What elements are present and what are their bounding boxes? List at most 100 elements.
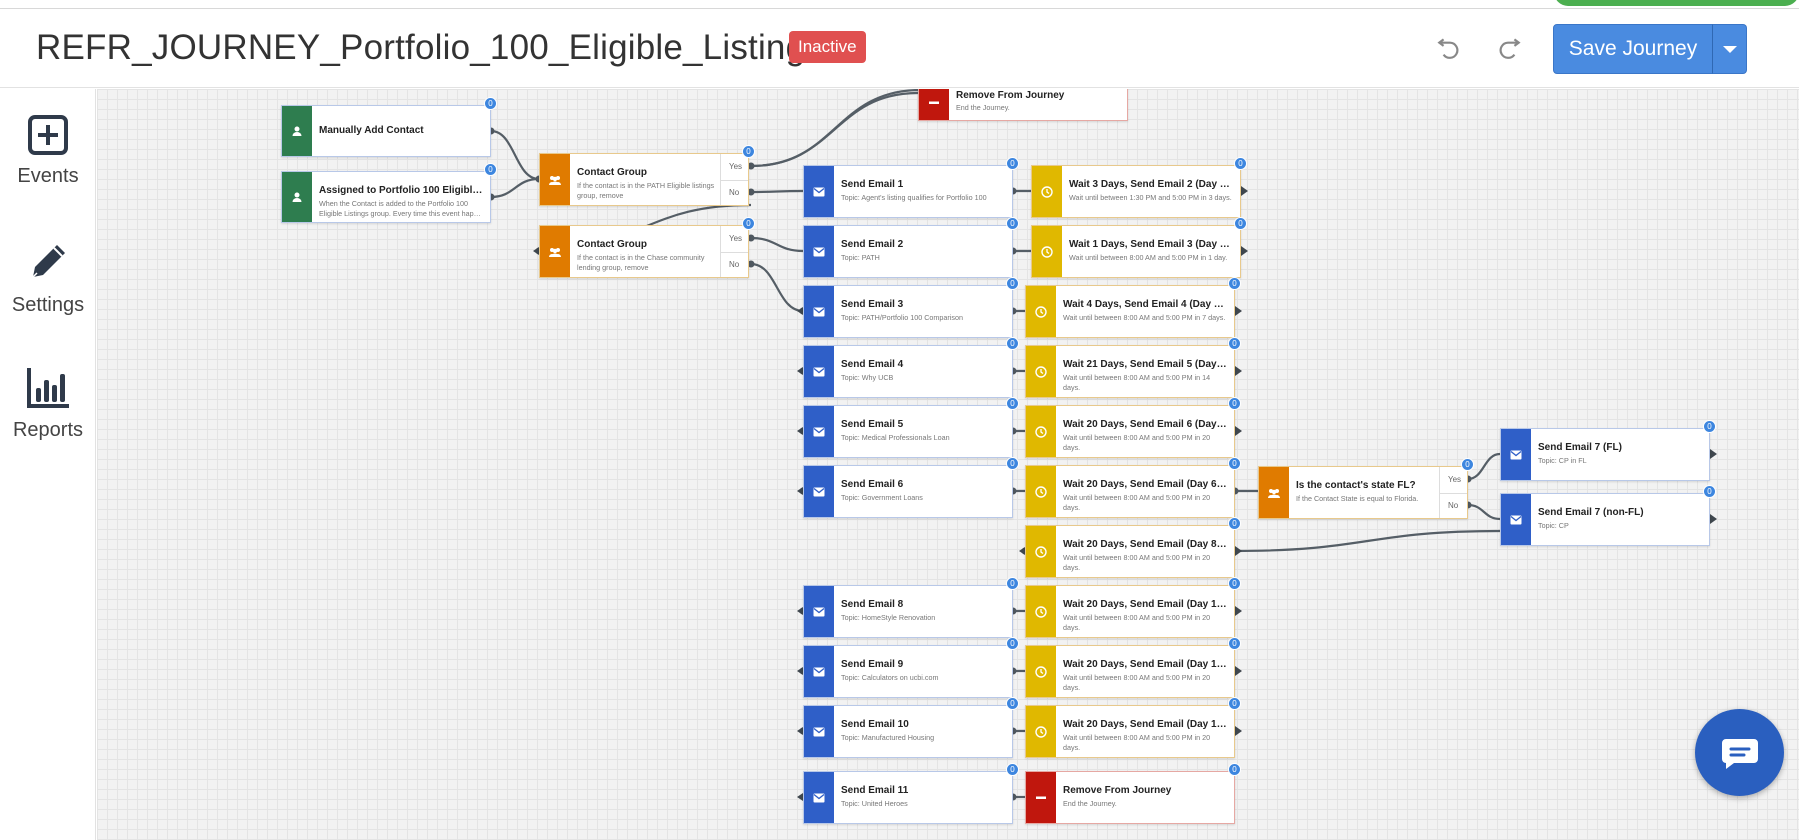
connection-wire [1467, 452, 1501, 481]
clock-icon [1032, 226, 1062, 277]
node-assigned[interactable]: Assigned to Portfolio 100 Eligible List…… [281, 171, 491, 223]
input-arrow [797, 607, 803, 615]
node-description: Wait until between 8:00 AM and 5:00 PM i… [1063, 373, 1211, 392]
output-arrow [1235, 666, 1242, 676]
node-w1[interactable]: Wait 3 Days, Send Email 2 (Day 4 of jo…W… [1031, 165, 1241, 218]
undo-icon[interactable] [1436, 34, 1462, 67]
node-state[interactable]: Is the contact's state FL? If the Contact… [1258, 466, 1468, 519]
connection-wire [490, 129, 540, 181]
connection-wire [750, 236, 804, 253]
node-title: Send Email 5 [841, 419, 904, 430]
node-description: Topic: Calculators on ucbi.com [841, 673, 939, 682]
node-count-badge: 0 [1234, 217, 1247, 230]
header: REFR_JOURNEY_Portfolio_100_Eligible_List… [0, 10, 1799, 88]
node-description: Wait until between 1:30 PM and 5:00 PM i… [1069, 193, 1232, 202]
page-title: REFR_JOURNEY_Portfolio_100_Eligible_List… [36, 28, 823, 67]
branch-divider [721, 252, 748, 253]
envelope-icon [804, 466, 834, 517]
node-title: Is the contact's state FL? [1296, 480, 1416, 491]
node-e7nonfl[interactable]: Send Email 7 (non-FL) Topic: CP [1500, 493, 1710, 546]
caret-down-icon [1722, 45, 1737, 53]
node-title: Assigned to Portfolio 100 Eligible List… [319, 185, 485, 196]
node-w7[interactable]: Wait 20 Days, Send Email (Day 89 of j…Wa… [1025, 525, 1235, 578]
envelope-icon [1501, 429, 1531, 480]
node-w3[interactable]: Wait 4 Days, Send Email 4 (Day 8 of jo…W… [1025, 285, 1235, 338]
node-description: Topic: Medical Professionals Loan [841, 433, 950, 442]
clock-icon [1026, 586, 1056, 637]
redo-icon[interactable] [1496, 34, 1522, 67]
node-title: Wait 20 Days, Send Email (Day 69 of j… [1063, 479, 1229, 490]
node-description: Topic: Manufactured Housing [841, 733, 935, 742]
node-title: Send Email 7 (non-FL) [1538, 507, 1644, 518]
node-w8[interactable]: Wait 20 Days, Send Email (Day 109 of …Wa… [1025, 585, 1235, 638]
node-cg1[interactable]: Contact Group If the contact is in the PA… [539, 153, 749, 206]
node-title: Send Email 8 [841, 599, 904, 610]
sidebar-item-settings[interactable]: Settings [0, 239, 96, 317]
node-e8[interactable]: Send Email 8 Topic: HomeStyle Renovation [803, 585, 1013, 638]
save-journey-button[interactable]: Save Journey [1553, 24, 1713, 74]
node-description: If the Contact State is equal to Florida… [1296, 494, 1419, 503]
envelope-icon [804, 586, 834, 637]
save-options-dropdown[interactable] [1712, 24, 1747, 74]
node-count-badge: 0 [1228, 517, 1241, 530]
node-description: If the contact is in the PATH Eligible l… [577, 181, 715, 200]
node-count-badge: 0 [1228, 277, 1241, 290]
node-count-badge: 0 [1006, 637, 1019, 650]
node-count-badge: 0 [1006, 277, 1019, 290]
notification-pill[interactable] [1554, 0, 1799, 6]
node-description: Topic: Government Loans [841, 493, 923, 502]
sidebar-item-label: Events [17, 165, 79, 187]
connection-wire [750, 89, 921, 168]
node-count-badge: 0 [742, 145, 755, 158]
node-e1[interactable]: Send Email 1 Topic: Agent's listing quali… [803, 165, 1013, 218]
node-w10[interactable]: Wait 20 Days, Send Email (Day 149 of …Wa… [1025, 705, 1235, 758]
node-e5[interactable]: Send Email 5 Topic: Medical Professionals… [803, 405, 1013, 458]
node-manual[interactable]: Manually Add Contact [281, 105, 491, 157]
node-title: Manually Add Contact [319, 125, 424, 136]
sidebar-item-reports[interactable]: Reports [0, 366, 96, 442]
clock-icon [1026, 286, 1056, 337]
node-w4[interactable]: Wait 21 Days, Send Email 5 (Day 29 of…Wa… [1025, 345, 1235, 398]
node-count-badge: 0 [1228, 577, 1241, 590]
envelope-icon [804, 406, 834, 457]
node-w6[interactable]: Wait 20 Days, Send Email (Day 69 of j…Wa… [1025, 465, 1235, 518]
node-w2[interactable]: Wait 1 Days, Send Email 3 (Day 4 of jo…W… [1031, 225, 1241, 278]
envelope-icon [804, 346, 834, 397]
node-description: Topic: HomeStyle Renovation [841, 613, 936, 622]
node-description: Topic: Agent's listing qualifies for Por… [841, 193, 987, 202]
node-title: Send Email 11 [841, 785, 909, 796]
clock-icon [1026, 646, 1056, 697]
node-count-badge: 0 [1228, 457, 1241, 470]
envelope-icon [1501, 494, 1531, 545]
node-e7fl[interactable]: Send Email 7 (FL)Topic: CP in FL [1500, 428, 1710, 481]
node-description: Topic: PATH [841, 253, 880, 262]
node-description: Topic: CP [1538, 521, 1569, 530]
sidebar-item-events[interactable]: Events [0, 114, 96, 188]
node-count-badge: 0 [1006, 397, 1019, 410]
node-count-badge: 0 [742, 217, 755, 230]
node-count-badge: 0 [1006, 577, 1019, 590]
node-description: End the Journey. [1063, 799, 1117, 808]
node-w5[interactable]: Wait 20 Days, Send Email 6 (Day 49 of…Wa… [1025, 405, 1235, 458]
node-count-badge: 0 [1234, 157, 1247, 170]
chat-button[interactable] [1695, 709, 1784, 796]
node-title: Wait 20 Days, Send Email (Day 109 of … [1063, 599, 1229, 610]
node-title: Contact Group [577, 167, 647, 178]
node-title: Send Email 1 [841, 179, 904, 190]
node-w9[interactable]: Wait 20 Days, Send Email (Day 129 of …Wa… [1025, 645, 1235, 698]
node-description: If the contact is in the Chase community… [577, 253, 705, 272]
connection-wire [490, 177, 540, 199]
node-description: When the Contact is added to the Portfol… [319, 199, 481, 218]
connection-wire [750, 262, 804, 313]
